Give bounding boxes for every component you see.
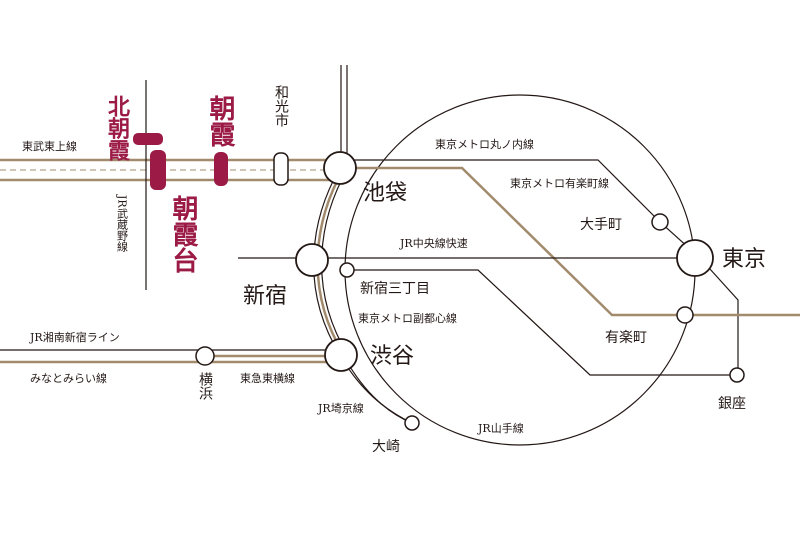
yamanote-label: JR山手線: [477, 421, 524, 435]
yurakucho-label: 有楽町: [605, 330, 647, 346]
chuo-rapid-label: JR中央線快速: [399, 236, 468, 250]
tokyo-station-marker: [676, 239, 714, 277]
osaki-label: 大崎: [372, 439, 400, 455]
wako-label: 和光市: [273, 85, 289, 127]
yurakucho-station-marker: [676, 306, 694, 324]
tobu-tojo-label: 東武東上線: [22, 139, 77, 153]
osaki-station-marker: [404, 415, 420, 431]
minatomirai-label: みなとみらい線: [30, 371, 107, 385]
shinjuku-station-marker: [295, 243, 329, 277]
tobu-tojo-line: [0, 158, 340, 182]
ikebukuro-label: 池袋: [363, 181, 407, 206]
yurakucho-metro-line: [340, 166, 800, 317]
kita-asaka-label: 北朝霞: [104, 95, 130, 161]
fukutoshin-label: 東京メトロ副都心線: [358, 311, 457, 325]
tokyu-toyoko-label: 東急東横線: [240, 371, 295, 385]
shibuya-station-marker: [324, 338, 358, 372]
kita-asaka-station-marker: [133, 133, 163, 145]
jr-musashino-label: JR武蔵野線: [116, 194, 129, 252]
tokyo-label: 東京: [722, 247, 766, 272]
shinjuku-sanchome-label: 新宿三丁目: [360, 280, 430, 297]
otemachi-station-marker: [651, 213, 669, 231]
asaka-station-marker: [214, 152, 228, 186]
shinjuku-label: 新宿: [243, 284, 287, 309]
otemachi-label: 大手町: [580, 217, 622, 233]
saikyo-label: JR埼京線: [317, 401, 364, 415]
yurakucho-line-label: 東京メトロ有楽町線: [510, 176, 609, 190]
marunouchi-line: [340, 159, 739, 375]
asaka-label: 朝霞: [205, 94, 235, 147]
marunouchi-label: 東京メトロ丸ノ内線: [435, 137, 534, 151]
shinjuku-sanchome-station-marker: [339, 262, 355, 278]
wako-station-marker: [273, 152, 289, 186]
ginza-label: 銀座: [718, 396, 746, 412]
asakadai-station-marker: [150, 150, 166, 190]
ginza-station-marker: [729, 367, 745, 383]
minatomirai-toyoko-line: [0, 354, 340, 364]
shonan-shinjuku-label: JR湘南新宿ライン: [29, 330, 120, 344]
shibuya-label: 渋谷: [370, 344, 414, 369]
fukutoshin-east-line: [347, 269, 735, 376]
asakadai-label: 朝霞台: [168, 194, 198, 273]
yokohama-label: 横浜: [197, 372, 213, 400]
yokohama-station-marker: [195, 346, 215, 366]
ikebukuro-station-marker: [323, 151, 357, 185]
wako-trunk-line: [340, 65, 348, 160]
